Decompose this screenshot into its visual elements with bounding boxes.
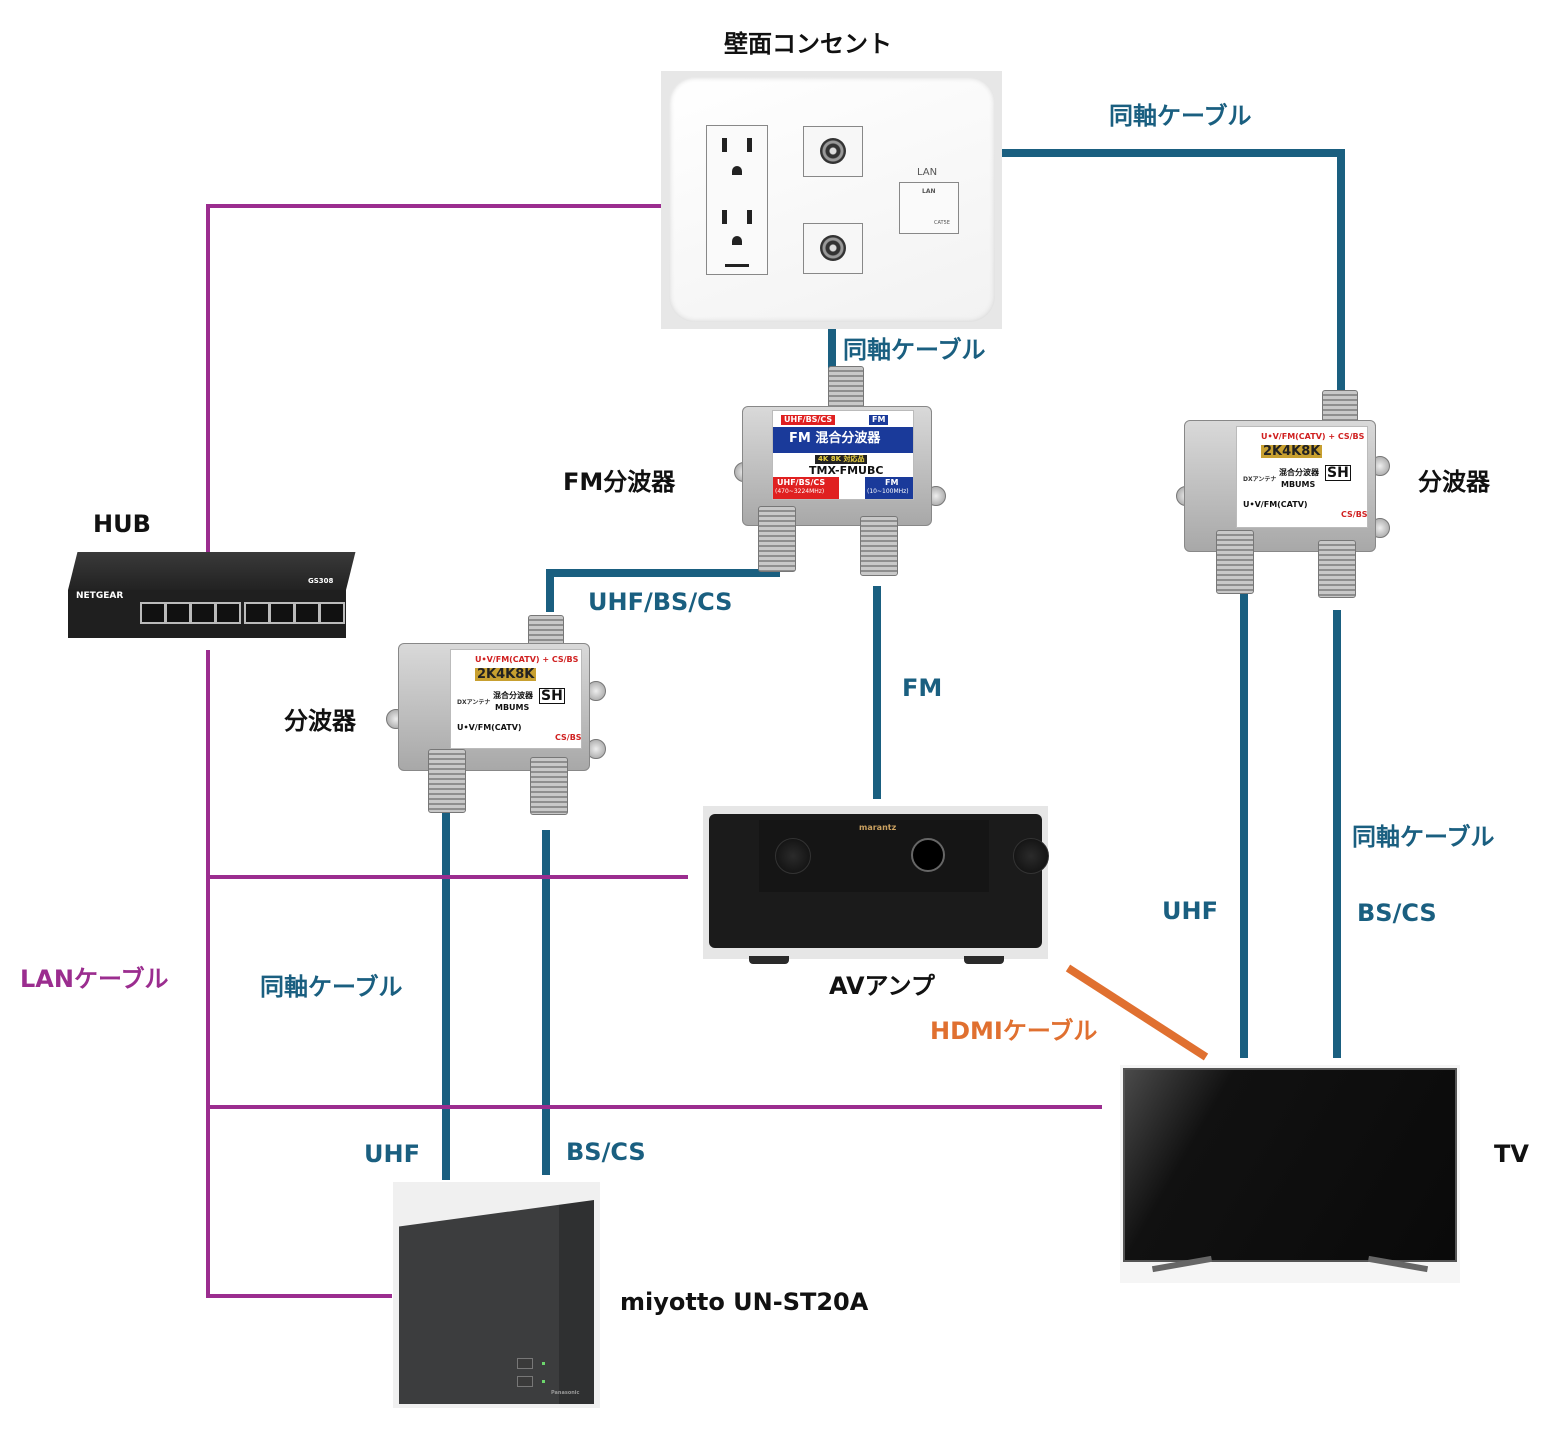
left-splitter-sh-mark: SH (539, 688, 565, 704)
fm-splitter-model: TMX-FMUBC (809, 464, 884, 477)
tv-tuner: Panasonic (393, 1182, 600, 1408)
cable-label-tv-uhf: UHF (1162, 897, 1218, 925)
left-splitter-model: MBUMS (495, 703, 530, 712)
outlet-plate: LAN LAN CAT5E (669, 77, 995, 322)
tv-screen (1123, 1068, 1457, 1262)
left-splitter-title: 混合分波器 (493, 691, 533, 700)
right-splitter-left-out: U•V/FM(CATV) (1243, 500, 1308, 509)
left-splitter-brand: DXアンテナ (457, 699, 491, 706)
ethernet-port-icon (165, 602, 191, 624)
fm-splitter-out-left: UHF/BS/CS (777, 478, 826, 487)
ethernet-port-icon (269, 602, 295, 624)
hub-model: GS308 (308, 577, 334, 585)
ethernet-port-icon (319, 602, 345, 624)
fm-splitter-out-right-range: (10~100MHz) (867, 488, 909, 495)
cable-label-lan: LANケーブル (20, 965, 169, 993)
cable-label-tv-bs-cs: BS/CS (1357, 899, 1437, 927)
coax-cable-uhf-bs-cs (546, 569, 780, 612)
fm-splitter: UHF/BS/CS FM FM 混合分波器 4K 8K 対応品 TMX-FMUB… (734, 366, 948, 576)
lan-jack-caption: LAN (917, 167, 938, 178)
cable-label-coax-tuner: 同軸ケーブル (260, 973, 403, 1001)
av-amp-label: AVアンプ (829, 972, 935, 1000)
left-splitter: U•V/FM(CATV) + CS/BS 2K4K8K DXアンテナ 混合分波器… (378, 615, 608, 815)
hdmi-cable (1065, 964, 1209, 1061)
lan-jack: LAN CAT5E (899, 182, 959, 234)
tuner-button-icon (517, 1358, 533, 1369)
cable-label-tuner-uhf: UHF (364, 1140, 420, 1168)
tuner-button-icon (517, 1376, 533, 1387)
ethernet-port-icon (244, 602, 270, 624)
power-socket (706, 125, 768, 275)
cable-label-coax-fm-splitter: 同軸ケーブル (843, 336, 986, 364)
av-amp-display (911, 838, 945, 872)
tuner-led-icon (542, 1362, 545, 1365)
ethernet-port-icon (190, 602, 216, 624)
cable-label-tuner-bs-cs: BS/CS (566, 1138, 646, 1166)
left-splitter-right-out: CS/BS (555, 733, 582, 742)
left-splitter-top-text: U•V/FM(CATV) + CS/BS (475, 655, 579, 664)
lan-jack-cat-label: CAT5E (934, 220, 950, 226)
input-knob-icon (1013, 838, 1049, 874)
cable-label-hdmi: HDMIケーブル (930, 1017, 1098, 1045)
volume-knob-icon (775, 838, 811, 874)
av-amp-brand: marantz (859, 823, 897, 832)
tv-label: TV (1494, 1140, 1529, 1168)
lan-cable-hub-to-devices (206, 650, 392, 1298)
coax-jack-icon (820, 138, 846, 164)
fm-splitter-badge: 4K 8K 対応品 (815, 455, 868, 464)
lan-jack-inner-label: LAN (922, 188, 936, 195)
tuner-led-icon (542, 1380, 545, 1383)
hub-brand: NETGEAR (76, 591, 124, 601)
ethernet-port-icon (140, 602, 166, 624)
fm-splitter-input-label: UHF/BS/CS (781, 415, 836, 425)
cable-label-coax-tv: 同軸ケーブル (1352, 823, 1495, 851)
tuner-label: miyotto UN-ST20A (620, 1288, 869, 1316)
right-splitter-label: 分波器 (1418, 468, 1490, 496)
network-hub: NETGEAR GS308 (68, 552, 356, 652)
fm-splitter-out-left-range: (470~3224MHz) (775, 488, 825, 495)
right-splitter-title: 混合分波器 (1279, 468, 1319, 477)
coax-jack-icon (820, 235, 846, 261)
tuner-body (399, 1200, 594, 1404)
right-splitter: U•V/FM(CATV) + CS/BS 2K4K8K DXアンテナ 混合分波器… (1170, 390, 1392, 600)
left-splitter-label: 分波器 (284, 707, 356, 735)
coax-jack-bottom (803, 223, 863, 274)
right-splitter-model: MBUMS (1281, 480, 1316, 489)
fm-splitter-out-right: FM (885, 478, 899, 487)
right-splitter-right-out: CS/BS (1341, 510, 1368, 519)
cable-label-fm: FM (902, 674, 943, 702)
fm-splitter-plus-label: FM (869, 415, 889, 425)
ethernet-port-icon (215, 602, 241, 624)
television (1120, 1065, 1460, 1283)
right-splitter-brand: DXアンテナ (1243, 476, 1277, 483)
wall-outlet: LAN LAN CAT5E (661, 71, 1002, 329)
coax-jack-top (803, 126, 863, 177)
wall-outlet-label: 壁面コンセント (724, 30, 892, 58)
cable-label-uhf-bs-cs: UHF/BS/CS (588, 588, 733, 616)
ethernet-port-icon (294, 602, 320, 624)
left-splitter-badge: 2K4K8K (475, 667, 537, 682)
right-splitter-sh-mark: SH (1325, 465, 1351, 481)
hub-label: HUB (93, 510, 151, 538)
hub-front: NETGEAR GS308 (68, 578, 346, 638)
av-amplifier: marantz (703, 806, 1049, 964)
cable-label-coax-top: 同軸ケーブル (1109, 102, 1252, 130)
tuner-brand: Panasonic (551, 1390, 580, 1396)
right-splitter-top-text: U•V/FM(CATV) + CS/BS (1261, 432, 1365, 441)
fm-splitter-label: FM分波器 (563, 468, 676, 496)
left-splitter-left-out: U•V/FM(CATV) (457, 723, 522, 732)
right-splitter-badge: 2K4K8K (1261, 444, 1323, 459)
fm-splitter-title: FM 混合分波器 (789, 431, 881, 446)
